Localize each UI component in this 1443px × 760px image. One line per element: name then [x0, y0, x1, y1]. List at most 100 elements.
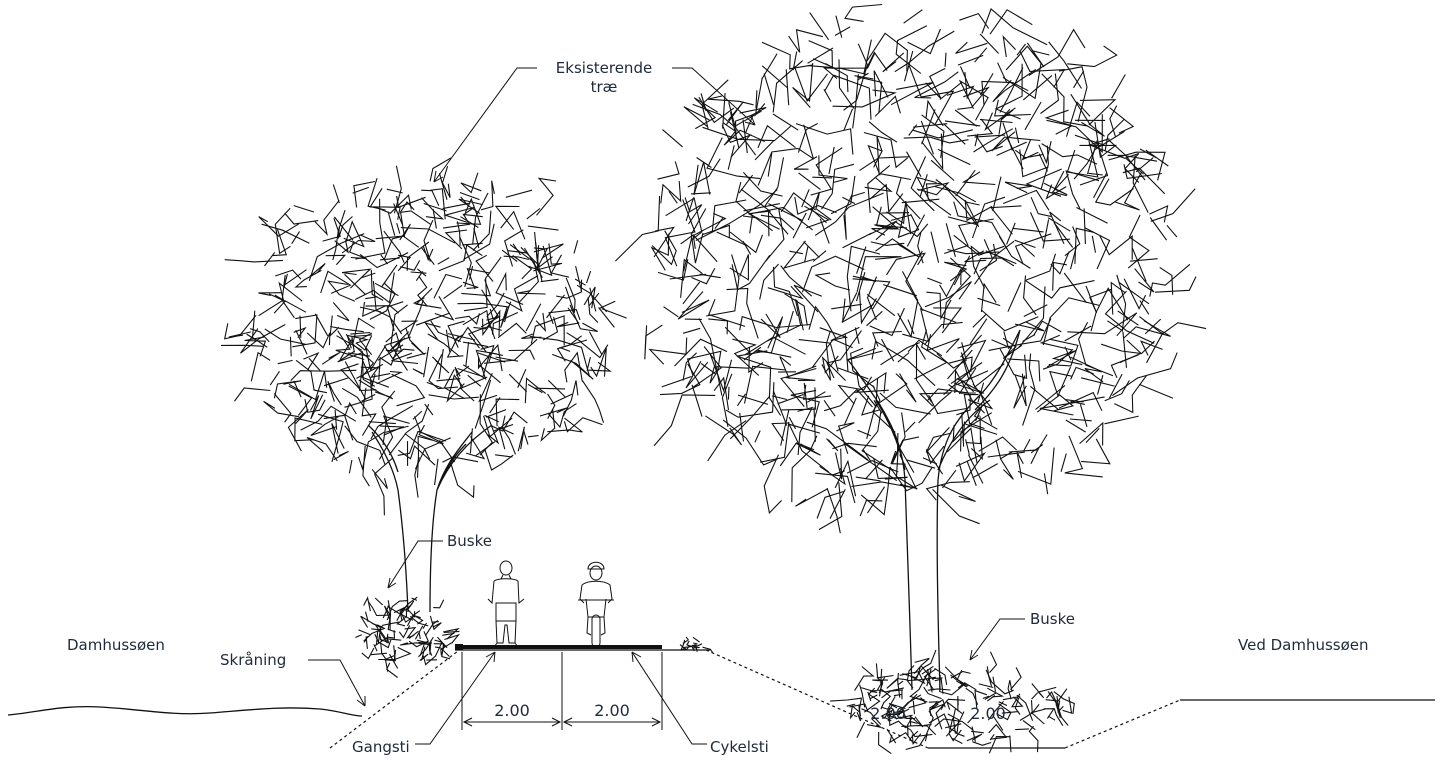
- leaf-stroke: [1109, 105, 1118, 138]
- leaf-stroke: [1080, 99, 1117, 126]
- leaf-stroke: [968, 454, 984, 484]
- leaf-stroke: [332, 210, 346, 261]
- bush-stroke: [939, 674, 965, 696]
- leaf-stroke: [340, 363, 377, 392]
- leaf-stroke: [780, 409, 790, 446]
- leaf-stroke: [806, 391, 826, 403]
- bush-stroke: [685, 636, 690, 641]
- leaf-stroke: [682, 281, 701, 305]
- leaf-stroke: [1007, 358, 1041, 382]
- bush-stroke: [988, 736, 1011, 754]
- bush-stroke: [927, 688, 951, 691]
- leaf-stroke: [979, 33, 999, 54]
- bush-stroke: [965, 687, 979, 705]
- leaf-stroke: [798, 172, 821, 191]
- bush-stroke: [989, 651, 998, 673]
- bush-stroke: [1043, 708, 1064, 726]
- bush-stroke: [934, 718, 974, 731]
- leaf-stroke: [530, 315, 565, 346]
- leaf-stroke: [907, 339, 943, 357]
- leaf-stroke: [1149, 204, 1169, 223]
- bush-stroke: [378, 646, 412, 661]
- leaf-stroke: [948, 384, 976, 394]
- leaf-stroke: [819, 465, 833, 476]
- leaf-stroke: [428, 394, 479, 400]
- bush-stroke: [931, 677, 943, 680]
- leaf-stroke: [943, 339, 987, 396]
- leaf-stroke: [1154, 276, 1197, 293]
- leaf-stroke: [981, 7, 1048, 46]
- dim-arrow: [462, 717, 662, 727]
- leaf-stroke: [277, 359, 293, 365]
- leaf-stroke: [873, 70, 889, 98]
- leaf-stroke: [442, 202, 471, 210]
- leaf-stroke: [529, 335, 591, 378]
- leaf-stroke: [690, 208, 707, 264]
- leaf-stroke: [816, 490, 844, 519]
- leaf-stroke: [732, 338, 760, 376]
- leaf-stroke: [761, 41, 813, 70]
- leaf-stroke: [564, 277, 576, 313]
- leaf-stroke: [371, 468, 388, 489]
- bush-stroke: [400, 608, 415, 623]
- leaf-stroke: [347, 352, 371, 357]
- leaf-stroke: [341, 268, 372, 289]
- leaf-stroke: [376, 370, 404, 385]
- leaf-stroke: [918, 391, 953, 424]
- bush-stroke: [934, 678, 944, 694]
- leaf-stroke: [821, 163, 855, 210]
- leaf-stroke: [795, 123, 854, 155]
- leaf-stroke: [890, 214, 912, 222]
- leaf-stroke: [905, 250, 924, 312]
- bush-stroke: [361, 647, 375, 660]
- leaf-stroke: [590, 347, 607, 378]
- leaf-stroke: [406, 241, 430, 271]
- leaf-stroke: [540, 408, 556, 443]
- leaf-stroke: [1035, 384, 1066, 410]
- leaf-stroke: [797, 123, 818, 153]
- leaf-stroke: [1118, 282, 1150, 305]
- leaf-stroke: [284, 212, 319, 225]
- leaf-stroke: [1046, 349, 1083, 368]
- leaf-stroke: [569, 304, 598, 333]
- leaf-stroke: [761, 65, 788, 88]
- pedestrian-head: [499, 560, 513, 576]
- leaf-stroke: [657, 259, 689, 281]
- leaf-stroke: [337, 216, 353, 239]
- leaf-stroke: [1111, 74, 1126, 99]
- leaf-stroke: [866, 293, 896, 317]
- leaf-stroke: [357, 431, 385, 471]
- leaf-stroke: [804, 205, 831, 229]
- leaf-stroke: [937, 148, 971, 166]
- leaf-stroke: [924, 281, 972, 308]
- leaf-stroke: [1049, 366, 1073, 398]
- leaf-stroke: [533, 245, 548, 268]
- leaf-stroke: [334, 409, 338, 430]
- leaf-stroke: [709, 366, 750, 384]
- leaf-stroke: [292, 314, 318, 348]
- leaf-stroke: [790, 389, 820, 428]
- leaf-stroke: [967, 118, 994, 137]
- leaf-stroke: [927, 277, 942, 285]
- leaf-stroke: [930, 159, 955, 181]
- leaf-stroke: [959, 66, 971, 89]
- leaf-stroke: [1139, 148, 1169, 167]
- leaf-stroke: [423, 202, 447, 212]
- leaf-stroke: [1029, 212, 1070, 242]
- leaf-stroke: [1039, 334, 1073, 351]
- bush-stroke: [1030, 708, 1046, 725]
- leaf-stroke: [465, 436, 486, 460]
- leaf-stroke: [308, 233, 365, 281]
- leaf-stroke: [684, 197, 703, 225]
- leaf-stroke: [1030, 196, 1052, 217]
- leaf-stroke: [365, 296, 378, 300]
- bush-stroke: [404, 626, 417, 639]
- leaf-stroke: [953, 234, 1005, 256]
- right-tree-trunk: [847, 329, 1021, 691]
- leaf-stroke: [724, 326, 751, 354]
- leaf-stroke: [485, 409, 507, 418]
- leaf-stroke: [1139, 316, 1207, 335]
- bush-stroke: [846, 703, 856, 707]
- leaf-stroke: [1048, 41, 1082, 89]
- leaf-stroke: [972, 313, 987, 328]
